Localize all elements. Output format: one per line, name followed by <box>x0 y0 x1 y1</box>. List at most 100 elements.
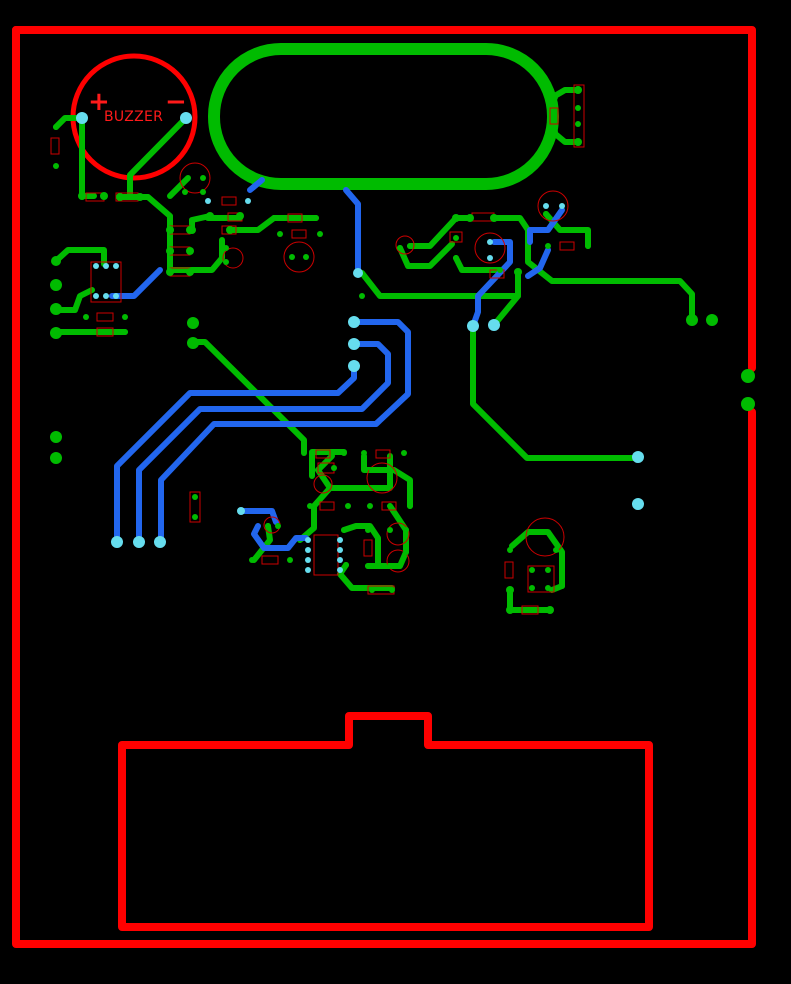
via <box>103 293 109 299</box>
pad <box>546 606 554 614</box>
pad <box>313 215 319 221</box>
via <box>93 293 99 299</box>
via <box>113 263 119 269</box>
pad <box>249 557 255 563</box>
pad <box>122 329 128 335</box>
component-pads <box>50 86 755 614</box>
pad <box>303 254 309 260</box>
pad <box>136 193 144 201</box>
via <box>353 268 363 278</box>
pad <box>529 585 535 591</box>
pad <box>387 483 393 489</box>
pad <box>359 293 365 299</box>
pad <box>200 175 206 181</box>
pad <box>361 450 367 456</box>
via <box>632 451 644 463</box>
buzzer-label: BUZZER <box>104 109 163 125</box>
pad <box>548 92 558 102</box>
pad <box>369 587 375 593</box>
pad <box>187 317 199 329</box>
pad <box>345 503 351 509</box>
pad <box>574 86 582 94</box>
pad <box>686 314 698 326</box>
pad <box>206 212 214 220</box>
pad <box>401 450 407 456</box>
pad <box>53 163 59 169</box>
via <box>305 567 311 573</box>
pad <box>317 231 323 237</box>
battery-holder-outline <box>208 43 559 190</box>
pad <box>287 557 293 563</box>
via <box>488 319 500 331</box>
pad <box>223 245 229 251</box>
via <box>180 112 192 124</box>
pad <box>83 314 89 320</box>
pad <box>265 523 271 529</box>
pad <box>507 547 513 553</box>
pad <box>100 192 108 200</box>
pad <box>575 105 581 111</box>
via <box>487 255 493 261</box>
pad <box>289 254 295 260</box>
pad <box>553 547 559 553</box>
pad <box>387 527 393 533</box>
pad <box>341 450 347 456</box>
pad <box>367 503 373 509</box>
pad <box>331 465 337 471</box>
via <box>205 198 211 204</box>
pad <box>545 585 551 591</box>
via <box>559 203 565 209</box>
pad <box>514 268 522 276</box>
pad <box>186 268 194 276</box>
pad <box>83 329 89 335</box>
via <box>348 316 360 328</box>
pad <box>585 243 591 249</box>
pad <box>365 563 371 569</box>
pad <box>389 587 395 593</box>
pad <box>50 303 62 315</box>
pad <box>453 235 459 241</box>
via <box>337 557 343 563</box>
pad <box>271 215 277 221</box>
pad <box>407 243 413 249</box>
via <box>111 536 123 548</box>
via <box>348 360 360 372</box>
pad <box>187 337 199 349</box>
buzzer-minus-sign: − <box>165 87 187 117</box>
pad <box>574 138 582 146</box>
vias <box>76 112 644 573</box>
pad <box>122 314 128 320</box>
pad <box>275 523 281 529</box>
pad <box>403 527 409 533</box>
pad <box>116 193 124 201</box>
pad <box>506 586 514 594</box>
pad <box>529 567 535 573</box>
pad <box>365 527 371 533</box>
pad <box>53 124 59 130</box>
via <box>305 557 311 563</box>
via <box>487 239 493 245</box>
via <box>305 537 311 543</box>
pad <box>741 397 755 411</box>
pad <box>575 121 581 127</box>
pad <box>50 431 62 443</box>
via <box>337 547 343 553</box>
bottom-layer-traces <box>109 177 565 551</box>
pad <box>277 231 283 237</box>
via <box>93 263 99 269</box>
pad <box>466 214 474 222</box>
buzzer-plus-sign: + <box>88 87 110 117</box>
pad <box>387 563 393 569</box>
via <box>237 507 245 515</box>
via <box>154 536 166 548</box>
pad <box>543 211 549 217</box>
pad <box>307 503 313 509</box>
pad <box>741 369 755 383</box>
via <box>76 112 88 124</box>
battery-cutout <box>118 712 653 931</box>
pad <box>301 450 307 456</box>
pad <box>236 212 244 220</box>
via <box>337 567 343 573</box>
pad <box>166 268 174 276</box>
pad <box>375 563 381 569</box>
